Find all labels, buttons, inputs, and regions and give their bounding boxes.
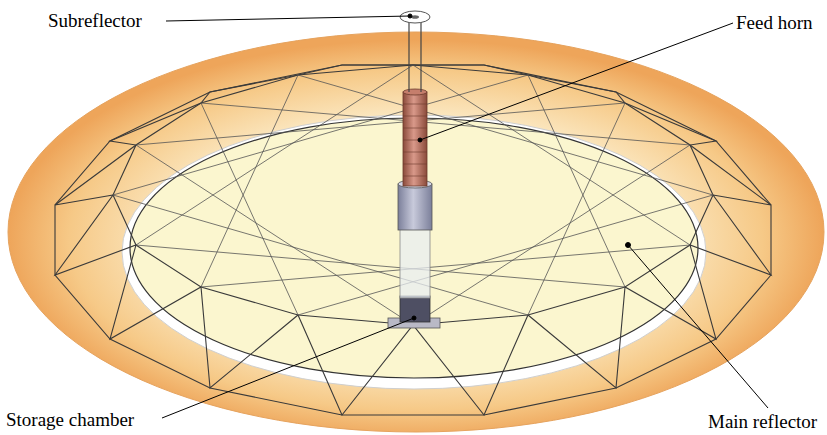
truss-structure — [55, 65, 771, 415]
subreflector-dish — [400, 11, 430, 23]
feed-mast — [388, 11, 440, 328]
part-label: Storage chamber — [6, 410, 134, 429]
part-label: Subreflector — [48, 11, 142, 30]
storage-chamber-box — [400, 296, 430, 322]
inflatable-torus — [8, 32, 824, 432]
part-label: Main reflector — [708, 412, 817, 431]
part-label: Feed horn — [736, 13, 813, 32]
leader-lines — [162, 14, 768, 418]
